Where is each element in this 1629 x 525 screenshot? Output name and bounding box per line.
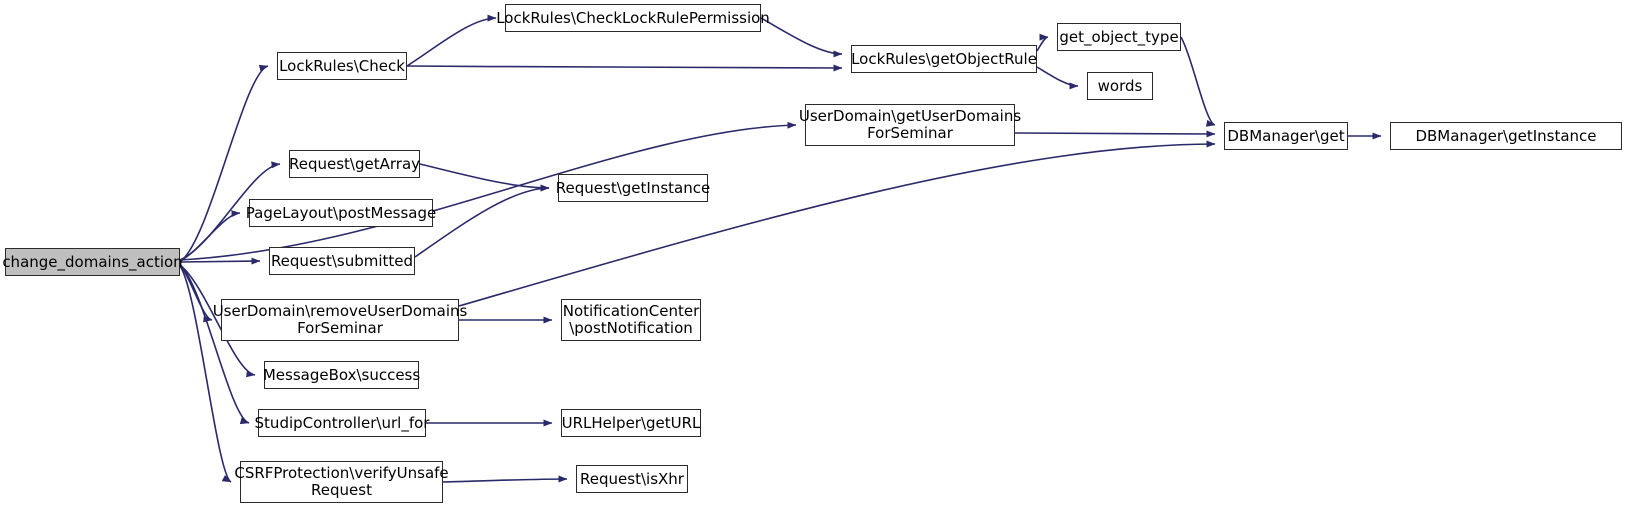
graph-edge-change_domains_action-to-lockrules_check xyxy=(179,64,269,263)
graph-node-label: LockRules\Check xyxy=(279,56,405,75)
graph-node-label: Request\getArray xyxy=(289,154,421,173)
graph-edge-lockrules_check-to-lockrules_getobjectrule xyxy=(406,64,843,72)
graph-edge-userdomain_getuserdomainsforseminar-to-dbmanager_get xyxy=(1014,130,1216,138)
graph-node-request_getarray[interactable]: Request\getArray xyxy=(289,150,420,178)
graph-edge-request_submitted-to-request_getinstance xyxy=(414,184,550,258)
graph-node-request_isxhr[interactable]: Request\isXhr xyxy=(576,465,688,493)
graph-edge-change_domains_action-to-studipcontroller_url_for xyxy=(179,264,250,425)
graph-node-urlhelper_geturl[interactable]: URLHelper\getURL xyxy=(561,409,701,437)
graph-node-label: NotificationCenter \postNotification xyxy=(562,302,700,337)
graph-node-label: StudipController\url_for xyxy=(254,413,430,432)
graph-node-label: Request\submitted xyxy=(270,251,414,270)
graph-node-notificationcenter_postnotification[interactable]: NotificationCenter \postNotification xyxy=(561,299,701,341)
graph-node-label: Request\isXhr xyxy=(580,469,684,488)
graph-node-label: words xyxy=(1097,76,1143,95)
graph-node-label: PageLayout\postMessage xyxy=(245,203,437,222)
graph-node-messagebox_success[interactable]: MessageBox\success xyxy=(263,361,420,389)
graph-edge-change_domains_action-to-request_submitted xyxy=(179,257,261,265)
graph-node-csrfprotection_verifyunsaferequest[interactable]: CSRFProtection\verifyUnsafe Request xyxy=(234,461,449,503)
graph-node-label: get_object_type xyxy=(1059,27,1179,46)
graph-node-label: MessageBox\success xyxy=(262,365,421,384)
graph-node-request_submitted[interactable]: Request\submitted xyxy=(269,247,415,275)
graph-node-label: LockRules\getObjectRule xyxy=(851,49,1037,68)
graph-node-label: LockRules\CheckLockRulePermission xyxy=(496,8,770,27)
graph-node-words[interactable]: words xyxy=(1087,72,1153,100)
graph-edge-change_domains_action-to-pagelayout_postmessage xyxy=(179,210,241,262)
graph-node-lockrules_checklockrulepermission[interactable]: LockRules\CheckLockRulePermission xyxy=(496,4,770,32)
graph-node-studipcontroller_url_for[interactable]: StudipController\url_for xyxy=(255,409,429,437)
graph-node-label: DBManager\get xyxy=(1227,126,1345,145)
graph-edge-request_getarray-to-request_getinstance xyxy=(419,163,550,192)
graph-node-userdomain_removeuserdomainsforseminar[interactable]: UserDomain\removeUserDomains ForSeminar xyxy=(213,299,467,341)
graph-node-label: CSRFProtection\verifyUnsafe Request xyxy=(234,464,449,499)
graph-node-label: URLHelper\getURL xyxy=(561,413,701,432)
graph-node-request_getinstance[interactable]: Request\getInstance xyxy=(556,174,710,202)
graph-node-label: DBManager\getInstance xyxy=(1415,126,1597,145)
graph-edge-csrfprotection_verifyunsaferequest-to-request_isxhr xyxy=(442,475,568,483)
graph-node-label: change_domains_action xyxy=(2,252,183,271)
graph-node-get_object_type[interactable]: get_object_type xyxy=(1057,23,1181,51)
graph-edge-lockrules_getobjectrule-to-words xyxy=(1036,66,1079,90)
graph-edge-userdomain_removeuserdomainsforseminar-to-dbmanager_get xyxy=(458,140,1216,307)
graph-node-userdomain_getuserdomainsforseminar[interactable]: UserDomain\getUserDomains ForSeminar xyxy=(799,104,1021,146)
graph-edge-lockrules_check-to-lockrules_checklockrulepermission xyxy=(406,14,497,67)
graph-node-label: Request\getInstance xyxy=(555,178,711,197)
graph-node-change_domains_action[interactable]: change_domains_action xyxy=(2,248,183,276)
graph-node-label: UserDomain\getUserDomains ForSeminar xyxy=(798,107,1022,142)
graph-node-dbmanager_getinstance[interactable]: DBManager\getInstance xyxy=(1390,122,1622,150)
graph-edge-lockrules_getobjectrule-to-get_object_type xyxy=(1036,33,1049,52)
graph-edge-get_object_type-to-dbmanager_get xyxy=(1180,36,1216,127)
graph-node-dbmanager_get[interactable]: DBManager\get xyxy=(1224,122,1348,150)
graph-node-label: UserDomain\removeUserDomains ForSeminar xyxy=(212,302,468,337)
graph-node-lockrules_getobjectrule[interactable]: LockRules\getObjectRule xyxy=(851,45,1037,73)
graph-node-pagelayout_postmessage[interactable]: PageLayout\postMessage xyxy=(246,199,436,227)
graph-node-lockrules_check[interactable]: LockRules\Check xyxy=(277,52,407,80)
